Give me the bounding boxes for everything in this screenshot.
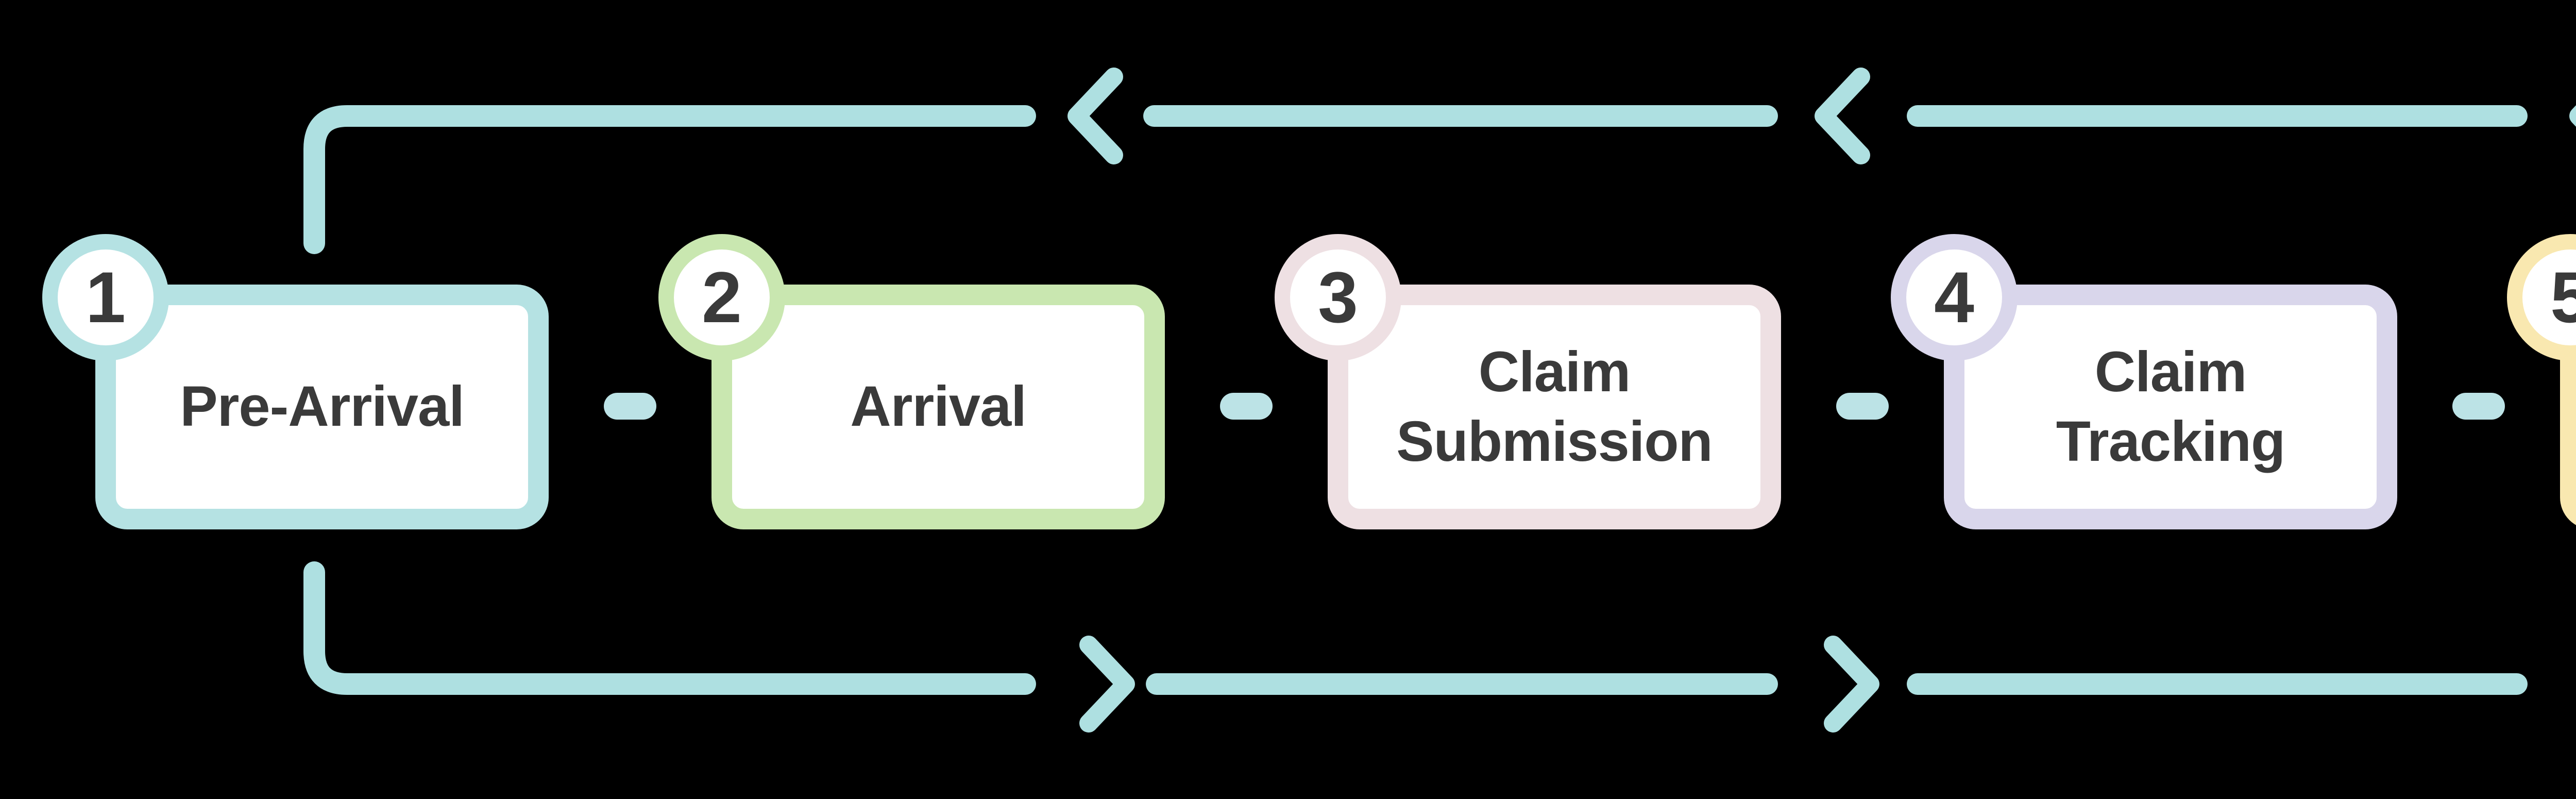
step-label-line: Claim xyxy=(2094,340,2247,404)
bottom-flow-line-left-segment xyxy=(303,561,1036,695)
step-label-line: Submission xyxy=(1396,409,1713,473)
step-number: 1 xyxy=(86,257,126,338)
step-connector-dash xyxy=(604,393,656,420)
step-number-badge: 4 xyxy=(1891,234,2018,361)
bottom-chevron-right-icon xyxy=(1079,636,1135,733)
step-connector-dash xyxy=(2452,393,2505,420)
top-flow-line-left-segment xyxy=(303,105,1036,254)
step-number: 5 xyxy=(2550,257,2576,338)
step-box-2: Arrival xyxy=(711,285,1165,529)
step-label-line: Pre-Arrival xyxy=(180,375,465,439)
top-chevron-left-icon xyxy=(1067,68,1123,164)
step-label-line: Tracking xyxy=(2056,409,2285,473)
step-number: 2 xyxy=(702,257,742,338)
step-number-badge: 1 xyxy=(42,234,169,361)
step-connector-dash xyxy=(1836,393,1889,420)
step-connector-dash xyxy=(1220,393,1273,420)
step-number: 4 xyxy=(1934,257,1974,338)
step-label: Arrival xyxy=(737,372,1139,441)
step-number-badge: 2 xyxy=(658,234,785,361)
bottom-chevron-right-icon xyxy=(1824,636,1879,733)
top-chevron-left-icon xyxy=(1815,68,1870,164)
step-box-1: Pre-Arrival xyxy=(95,285,549,529)
step-label-line: Claim xyxy=(1478,340,1631,404)
step-label: Pre-Arrival xyxy=(121,372,523,441)
step-number-badge: 3 xyxy=(1275,234,1401,361)
step-label-line: Arrival xyxy=(850,375,1027,439)
step-number: 3 xyxy=(1318,257,1358,338)
